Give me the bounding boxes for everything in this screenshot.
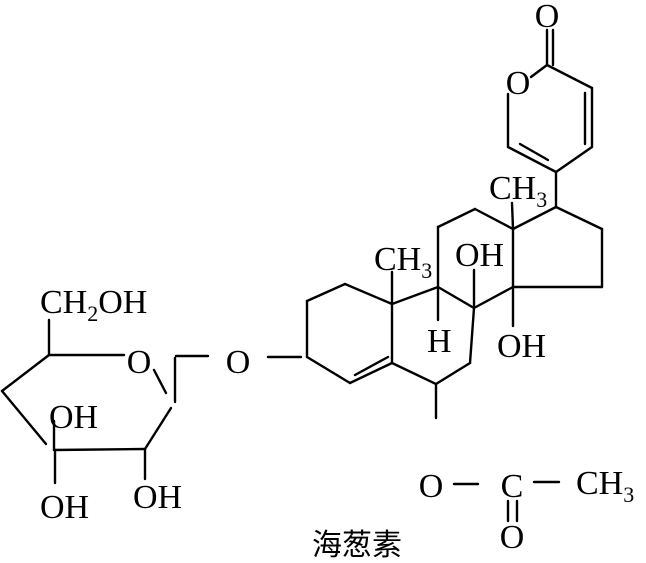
ring-b-bond	[468, 306, 476, 365]
ring-c-bond	[436, 285, 476, 310]
ring-a-bond	[305, 282, 347, 303]
glycosidic-oxygen: O	[226, 344, 251, 381]
lactone-bond	[506, 145, 558, 174]
lactone-bond	[529, 63, 549, 79]
c18-methyl-label: CH3	[489, 170, 547, 212]
sugar-bond	[0, 353, 51, 393]
bonds	[0, 28, 604, 523]
lactone-ring-oxygen: O	[506, 65, 531, 102]
ring-c-bond	[473, 207, 515, 231]
lactone-bond	[545, 63, 594, 90]
ester-oxygen: O	[419, 468, 444, 505]
sugar-bond	[143, 406, 173, 451]
ring-d-bond	[511, 205, 558, 231]
c14-hydroxyl-label: OH	[497, 328, 546, 365]
c19-methyl-label: CH3	[374, 241, 432, 283]
ring-b-bond	[390, 361, 438, 386]
sugar-hydroxyl-lower-right: OH	[133, 479, 182, 516]
ring-a-bond	[343, 282, 394, 306]
lactone-bond	[554, 145, 594, 174]
sugar-ch2oh-label: CH2OH	[40, 284, 147, 326]
sugar-hydroxyl-lower-left: OH	[40, 489, 89, 526]
c18-bond	[510, 201, 515, 231]
c8-hydroxyl-label: OH	[455, 237, 504, 274]
ring-a-bond	[305, 355, 352, 385]
sugar-bond	[152, 368, 168, 395]
acetyl-methyl-label: CH3	[576, 465, 634, 507]
lactone-carbonyl-oxygen: O	[535, 0, 560, 35]
sugar-bond	[0, 389, 48, 446]
c4-c5-double-bond	[353, 355, 390, 377]
lactone-double-bond	[518, 142, 550, 162]
c9-hydrogen-label: H	[427, 323, 452, 360]
ring-c-bond	[472, 285, 515, 310]
compound-name-caption: 海葱素	[312, 528, 402, 563]
sugar-hydroxyl-upper: OH	[49, 399, 98, 436]
sugar-bond	[52, 447, 147, 452]
ring-c-bond	[436, 207, 477, 229]
sugar-ring-oxygen: O	[127, 344, 152, 381]
atom-labels: O O CH3 CH3 OH OH H O CH2OH O OH OH OH O…	[40, 0, 634, 556]
ring-a-bond	[348, 361, 394, 385]
acetyl-carbon: C	[501, 468, 524, 505]
ring-b-bond	[390, 285, 440, 306]
ring-d-bond	[554, 205, 604, 231]
acetyl-carbonyl-oxygen: O	[500, 519, 525, 556]
ring-b-bond	[434, 361, 472, 386]
